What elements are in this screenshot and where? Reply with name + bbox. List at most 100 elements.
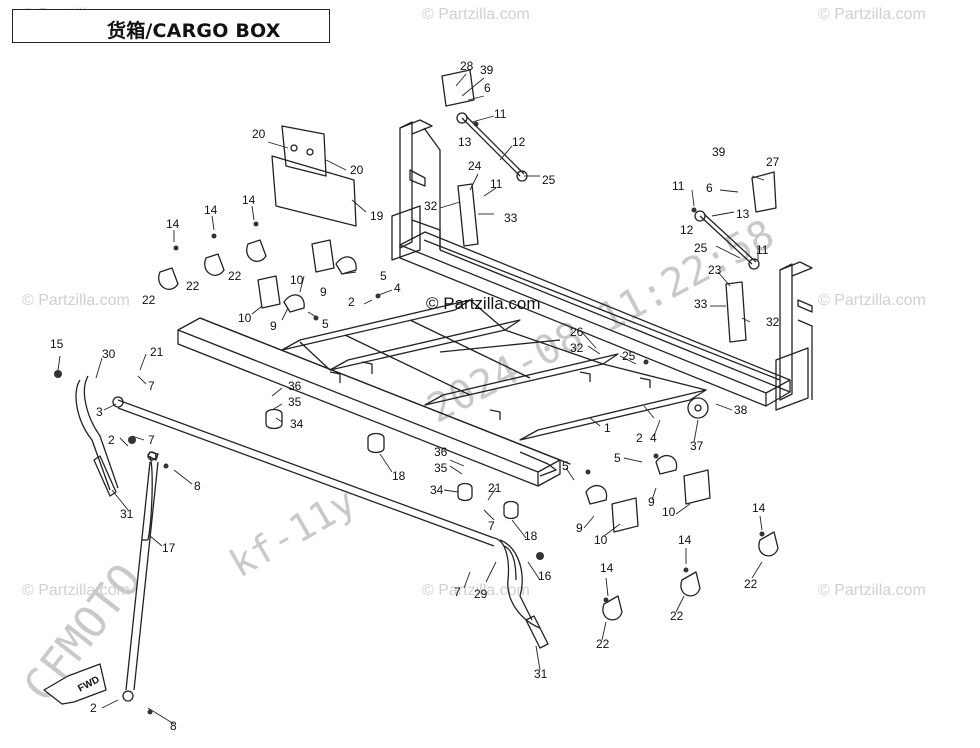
callout-31: 31 (534, 667, 548, 681)
callout-6: 6 (484, 81, 491, 95)
callout-13: 13 (736, 207, 750, 221)
tailgate-rod (117, 399, 541, 629)
callout-37: 37 (690, 439, 704, 453)
callout-5: 5 (562, 459, 569, 473)
hardware-bolts (54, 121, 765, 715)
watermark-center: © Partzilla.com (426, 294, 541, 313)
callout-15: 15 (50, 337, 64, 351)
callout-9: 9 (648, 495, 655, 509)
fwd-arrow (43, 663, 107, 705)
callout-7: 7 (454, 585, 461, 599)
gas-strut (122, 451, 159, 702)
callout-24: 24 (468, 159, 482, 173)
callout-8: 8 (170, 719, 177, 733)
callout-7: 7 (148, 433, 155, 447)
hinge-bracket (687, 397, 709, 419)
callout-21: 21 (150, 345, 164, 359)
page-title: 货箱/CARGO BOX (107, 20, 281, 42)
callout-20: 20 (252, 127, 266, 141)
callout-11: 11 (494, 107, 507, 121)
callout-34: 34 (290, 417, 304, 431)
callout-7: 7 (488, 519, 495, 533)
watermark-mid-left: © Partzilla.com (22, 292, 130, 309)
callout-11: 11 (756, 243, 769, 257)
callout-22: 22 (142, 293, 156, 307)
callout-34: 34 (430, 483, 444, 497)
watermark-top-center: © Partzilla.com (422, 6, 530, 23)
callout-7: 7 (148, 379, 155, 393)
callout-10: 10 (238, 311, 252, 325)
callout-33: 33 (504, 211, 518, 225)
callout-3: 3 (96, 405, 103, 419)
callout-14: 14 (752, 501, 766, 515)
callout-4: 4 (394, 281, 401, 295)
watermark-mid-right: © Partzilla.com (818, 292, 926, 309)
callout-14: 14 (600, 561, 614, 575)
callout-39: 39 (480, 63, 494, 77)
slotted-strip-right (725, 281, 747, 343)
callout-9: 9 (270, 319, 277, 333)
callout-19: 19 (370, 209, 384, 223)
callout-5: 5 (380, 269, 387, 283)
callout-25: 25 (542, 173, 556, 187)
callout-2: 2 (636, 431, 643, 445)
callout-27: 27 (766, 155, 780, 169)
callout-12: 12 (680, 223, 694, 237)
callout-30: 30 (102, 347, 116, 361)
callout-1: 1 (604, 421, 611, 435)
watermark-bottom-left: © Partzilla.com (22, 582, 130, 599)
callout-22: 22 (670, 609, 684, 623)
callout-35: 35 (434, 461, 448, 475)
callout-11: 11 (490, 177, 503, 191)
tie-down-hooks (158, 239, 779, 621)
callout-14: 14 (166, 217, 180, 231)
frame-rear-upright (391, 119, 813, 411)
watermark-top-right: © Partzilla.com (818, 6, 926, 23)
callout-22: 22 (186, 279, 200, 293)
callout-33: 33 (694, 297, 708, 311)
callout-16: 16 (538, 569, 552, 583)
callout-9: 9 (576, 521, 583, 535)
right-latch-link (694, 171, 777, 270)
frame-cross-members (281, 299, 707, 441)
watermark-bottom-right: © Partzilla.com (818, 582, 926, 599)
mud-plate (271, 125, 357, 227)
callout-14: 14 (242, 193, 256, 207)
left-latch-link (441, 69, 528, 182)
callout-22: 22 (596, 637, 610, 651)
callout-17: 17 (162, 541, 176, 555)
frame-left-rail (177, 317, 571, 487)
callout-23: 23 (708, 263, 722, 277)
callout-5: 5 (614, 451, 621, 465)
callout-2: 2 (108, 433, 115, 447)
watermark-bottom-center: © Partzilla.com (422, 582, 530, 599)
callout-9: 9 (320, 285, 327, 299)
callout-32: 32 (570, 341, 584, 355)
tie-down-brackets (257, 239, 711, 533)
callout-18: 18 (524, 529, 538, 543)
callout-10: 10 (594, 533, 608, 547)
right-latch-handle (499, 539, 549, 649)
rubber-bumpers (265, 408, 519, 520)
callout-12: 12 (512, 135, 526, 149)
leader-lines (57, 73, 765, 725)
callout-2: 2 (90, 701, 97, 715)
callout-14: 14 (678, 533, 692, 547)
callout-2: 2 (348, 295, 355, 309)
callout-10: 10 (290, 273, 304, 287)
callout-31: 31 (120, 507, 134, 521)
callout-25: 25 (622, 349, 636, 363)
title-box: 货箱/CARGO BOX (12, 9, 330, 43)
callout-18: 18 (392, 469, 406, 483)
left-latch-handle (75, 375, 124, 497)
callout-6: 6 (706, 181, 713, 195)
callout-8: 8 (194, 479, 201, 493)
callout-32: 32 (424, 199, 438, 213)
callout-32: 32 (766, 315, 780, 329)
callout-4: 4 (650, 431, 657, 445)
callout-28: 28 (460, 59, 474, 73)
callout-14: 14 (204, 203, 218, 217)
